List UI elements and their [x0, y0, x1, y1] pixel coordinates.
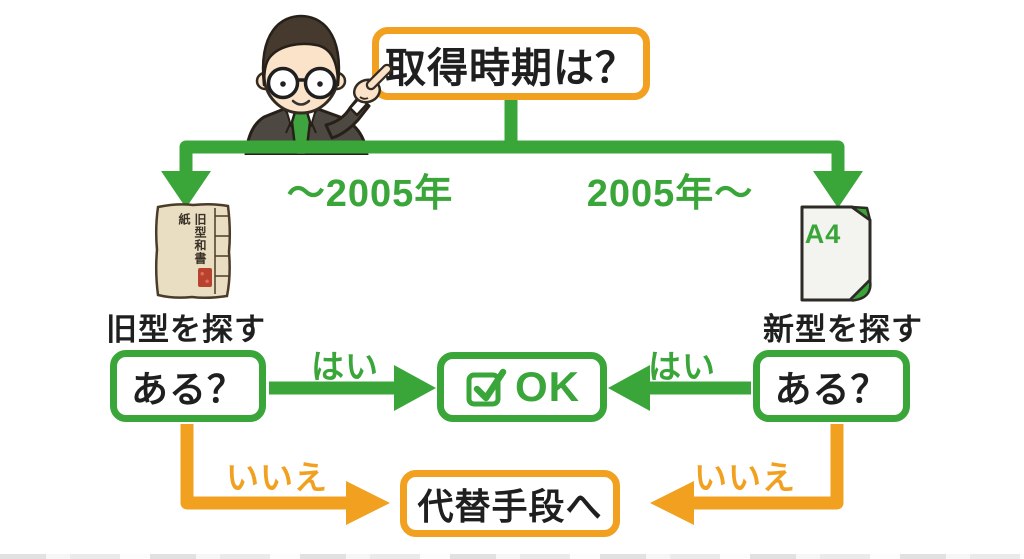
branch-left-label: 〜2005年 [286, 173, 454, 215]
a4-top-fold [850, 205, 872, 222]
branch-line [179, 140, 845, 175]
root-question-text: 取得時期は？ [385, 44, 637, 91]
find-new-label: 新型を探す [763, 312, 923, 347]
yes-right-label: はい [648, 348, 716, 385]
left-question-node: ある？ [110, 350, 266, 422]
ok-node: OK [437, 352, 607, 422]
no-right-label: いいえ [694, 459, 796, 496]
branch-right-label: 2005年〜 [586, 173, 754, 215]
cropped-subtitle-edge [0, 554, 1024, 559]
no-left-line [180, 424, 350, 510]
smile [291, 99, 311, 106]
left-question-text: ある？ [131, 369, 245, 410]
root-question-node: 取得時期は？ [372, 27, 650, 100]
no-right-arrowhead-icon [650, 481, 694, 525]
pointing-arm [324, 63, 393, 140]
find-old-label: 旧型を探す [106, 312, 266, 347]
fallback-text: 代替手段へ [417, 485, 603, 527]
checkbox-checked-icon [466, 368, 507, 407]
old-document-title-text: 旧型和書紙 [177, 213, 207, 265]
hair [261, 14, 341, 87]
down-arrowhead-left-icon [161, 171, 211, 208]
no-left-arrowhead-icon [346, 481, 390, 525]
yes-left-label: はい [311, 348, 379, 385]
a4-paper-icon [800, 205, 872, 302]
pointing-finger [368, 66, 390, 88]
a4-size-label: A4 [804, 219, 842, 249]
seal-stamp-icon [198, 268, 212, 287]
right-question-text: ある？ [774, 369, 889, 410]
ok-text: OK [515, 363, 580, 410]
knuckle-line [359, 96, 369, 100]
binding-stitches [215, 215, 229, 277]
yes-left-arrowhead-icon [394, 365, 436, 411]
fallback-node: 代替手段へ [400, 470, 620, 537]
right-eye [317, 81, 323, 87]
right-question-node: ある？ [753, 350, 910, 422]
left-eye [280, 81, 286, 87]
yes-right-arrowhead-icon [608, 365, 650, 411]
no-right-line [690, 424, 844, 510]
a4-bottom-fold [848, 278, 872, 302]
no-left-label: いいえ [226, 459, 328, 496]
down-arrowhead-right-icon [813, 171, 863, 208]
